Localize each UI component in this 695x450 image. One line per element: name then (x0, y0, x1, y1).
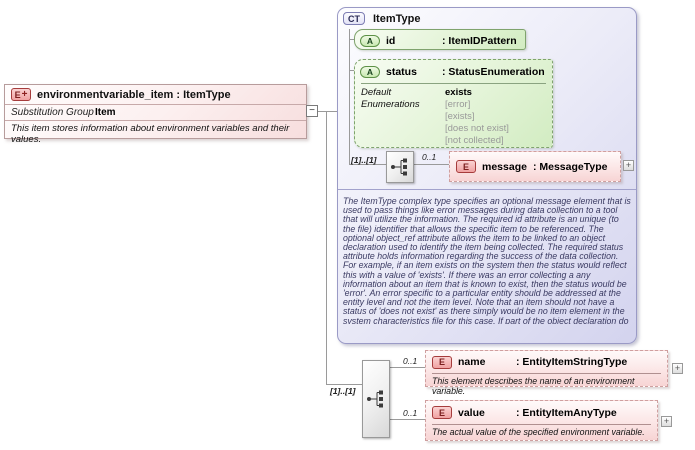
attribute-name: id (386, 34, 396, 47)
complex-type-icon: CT (343, 12, 365, 25)
attribute-status-title-row: A status : StatusEnumeration (355, 60, 552, 83)
attribute-name: status (386, 65, 417, 78)
name-element-title-row: E name : EntityItemStringType (426, 351, 667, 373)
substitution-group-value: Item (95, 107, 116, 118)
expand-button[interactable]: + (661, 416, 672, 427)
element-type: : MessageType (532, 160, 608, 173)
occurrence-label: 0..1 (422, 152, 437, 162)
element-name: name (458, 356, 486, 368)
sequence-cardinality-label: [1]..[1] (330, 386, 356, 396)
element-type: : EntityItemStringType (516, 356, 628, 368)
connector-line (308, 111, 337, 112)
element-icon: E (456, 160, 476, 173)
enumerations-label: Enumerations (361, 99, 420, 110)
attribute-type: : StatusEnumeration (442, 65, 545, 78)
message-element-box[interactable]: E message : MessageType (449, 151, 621, 182)
facet-labels: Default Enumerations (361, 87, 445, 147)
expand-button[interactable]: + (623, 160, 634, 171)
attribute-box-id[interactable]: A id : ItemIDPattern (354, 29, 526, 50)
complex-type-header[interactable]: CT ItemType (343, 12, 420, 25)
enumeration-value: [error] (445, 99, 471, 110)
connector-line (349, 39, 354, 40)
connector-line (326, 111, 327, 385)
attribute-status-facets: Default Enumerations exists [error] [exi… (355, 84, 552, 147)
connector-line (390, 419, 425, 420)
attribute-id-title-row: A id : ItemIDPattern (355, 30, 525, 51)
value-element-title-row: E value : EntityItemAnyType (426, 401, 657, 424)
element-icon: E + (11, 88, 31, 101)
element-description: This element describes the name of an en… (432, 376, 635, 396)
element-description: The actual value of the specified enviro… (432, 427, 645, 437)
element-icon-letter: E (14, 89, 21, 100)
attribute-icon: A (360, 65, 380, 78)
element-name: message (482, 160, 527, 173)
complex-type-title: ItemType (373, 12, 421, 25)
attribute-icon: A (360, 34, 380, 47)
global-element-description: This item stores information about envir… (11, 123, 290, 145)
element-type: : EntityItemAnyType (516, 406, 617, 419)
documentation-text: The ItemType complex type specifies an o… (343, 197, 631, 324)
occurrence-label: 0..1 (403, 356, 418, 366)
sequence-compositor-icon[interactable] (362, 360, 390, 438)
global-element-title: environmentvariable_item : ItemType (37, 88, 231, 101)
sequence-compositor-icon[interactable] (386, 151, 414, 183)
element-icon-letter: E (462, 161, 469, 172)
global-element-title-row: E + environmentvariable_item : ItemType (5, 85, 306, 105)
substitution-group-label: Substitution Group (11, 107, 94, 118)
sequence-glyph (367, 390, 383, 408)
documentation-divider (338, 189, 636, 190)
enumeration-value: [not collected] (445, 135, 504, 146)
value-element-box[interactable]: E value : EntityItemAnyType The actual v… (425, 400, 658, 441)
default-value: exists (445, 87, 472, 98)
connector-line (390, 367, 425, 368)
element-name: value (458, 406, 485, 419)
enumeration-value: [does not exist] (445, 123, 509, 134)
sequence-glyph (391, 158, 407, 176)
divider (432, 424, 651, 425)
complex-type-box: CT ItemType A id : ItemIDPattern A statu… (337, 7, 637, 344)
global-marker-icon: + (21, 89, 28, 100)
sequence-cardinality-label: [1]..[1] (351, 155, 377, 165)
connector-line (349, 164, 386, 165)
occurrence-label: 0..1 (403, 408, 418, 418)
enumeration-value: [exists] (445, 111, 475, 122)
attribute-type: : ItemIDPattern (442, 34, 517, 47)
facet-values: exists [error] [exists] [does not exist]… (445, 87, 509, 147)
element-icon-letter: E (438, 357, 445, 367)
element-icon: E (432, 355, 452, 369)
connector-line (326, 384, 362, 385)
element-icon: E (432, 406, 452, 419)
connector-line (414, 164, 449, 165)
default-label: Default (361, 87, 392, 98)
divider (432, 373, 661, 374)
connector-line (349, 70, 354, 71)
attribute-box-status[interactable]: A status : StatusEnumeration Default Enu… (354, 59, 553, 148)
connector-line (349, 29, 350, 164)
substitution-group-row: Substitution Group Item (5, 105, 306, 121)
divider (361, 83, 546, 84)
collapse-toggle-icon[interactable]: − (306, 105, 318, 117)
expand-button[interactable]: + (672, 363, 683, 374)
global-element-box[interactable]: E + environmentvariable_item : ItemType … (4, 84, 307, 145)
name-element-box[interactable]: E name : EntityItemStringType This eleme… (425, 350, 668, 396)
element-icon-letter: E (438, 407, 445, 418)
